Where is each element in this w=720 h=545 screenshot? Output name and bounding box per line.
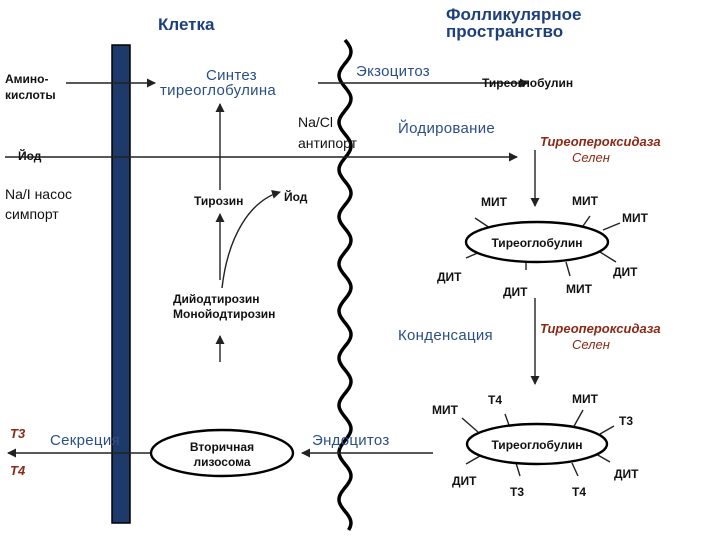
secondary-lysosome	[149, 428, 295, 478]
thyroperoxidase-top: Тиреопероксидаза	[540, 134, 661, 149]
ellipse1-dit-right: ДИТ	[613, 265, 638, 279]
selenium-top: Селен	[572, 150, 610, 165]
ellipse2-t3-right: T3	[619, 414, 633, 428]
follicular-header-line1: Фолликулярное	[446, 5, 581, 24]
synthesis-label-line1: Синтез	[206, 67, 257, 84]
thyroglobulin-t3-t4-complex: Тиреоглобулин МИТ T4 МИТ T3 ДИТ T3 T4 ДИ…	[432, 392, 639, 499]
iodine-recycle-arrow	[221, 189, 281, 289]
endocytosis-label: Эндоцитоз	[312, 432, 390, 449]
selenium-mid: Селен	[572, 337, 610, 352]
cell-header: Клетка	[158, 15, 215, 34]
ellipse1-center-label: Тиреоглобулин	[491, 236, 582, 250]
thyroperoxidase-mid: Тиреопероксидаза	[540, 321, 661, 336]
condensation-label: Конденсация	[398, 327, 493, 344]
lysosome-line1: Вторичная	[190, 440, 254, 454]
ellipse2-t3-bottom: T3	[510, 485, 524, 499]
basolateral-membrane	[111, 44, 131, 524]
amino-acids-line2: кислоты	[5, 88, 56, 102]
monoiodotyrosine-label: Монойодтирозин	[173, 307, 275, 321]
ellipse2-dit-left: ДИТ	[452, 474, 477, 488]
ellipse2-t4-bottom: T4	[572, 485, 586, 499]
ellipse2-t4-top: T4	[488, 393, 502, 407]
ellipse1-dit-left: ДИТ	[437, 270, 462, 284]
ellipse1-dit-bottom: ДИТ	[503, 285, 528, 299]
iodide-label: Йод	[18, 148, 42, 163]
iodine-inner-label: Йод	[284, 189, 308, 204]
t3-secreted: T3	[10, 426, 26, 441]
symport-line2: симпорт	[5, 206, 59, 222]
antiport-line2: антипорт	[298, 135, 358, 151]
ellipse1-mit-left: МИТ	[481, 195, 508, 209]
ellipse1-mit-right: МИТ	[622, 211, 649, 225]
secretion-label: Секреция	[50, 432, 120, 449]
ellipse2-mit-left: МИТ	[432, 403, 459, 417]
ellipse1-mit-bottom: МИТ	[566, 282, 593, 296]
iodination-label: Йодирование	[398, 119, 495, 137]
thyroglobulin-mit-dit-complex: Тиреоглобулин МИТ МИТ МИТ ДИТ ДИТ МИТ ДИ…	[437, 194, 649, 299]
ellipse2-dit-right: ДИТ	[614, 467, 639, 481]
apical-membrane	[337, 38, 353, 531]
diiodotyrosine-label: Дийодтирозин	[173, 292, 259, 306]
lysosome-line2: лизосома	[193, 455, 250, 469]
amino-acids-line1: Амино-	[5, 72, 49, 86]
symport-line1: Na/I насос	[5, 186, 72, 202]
thyroglobulin-secreted: Тиреоглобулин	[482, 76, 573, 90]
follicular-header-line2: пространство	[446, 22, 563, 41]
tyrosine-label: Тирозин	[194, 194, 243, 208]
ellipse2-center-label: Тиреоглобулин	[491, 438, 582, 452]
ellipse1-mit-top: МИТ	[572, 194, 599, 208]
t4-secreted: T4	[10, 463, 26, 478]
exocytosis-label: Экзоцитоз	[356, 63, 430, 80]
antiport-line1: Na/Cl	[298, 114, 333, 130]
ellipse2-mit-top: МИТ	[572, 392, 599, 406]
synthesis-label-line2: тиреоглобулина	[160, 82, 276, 99]
